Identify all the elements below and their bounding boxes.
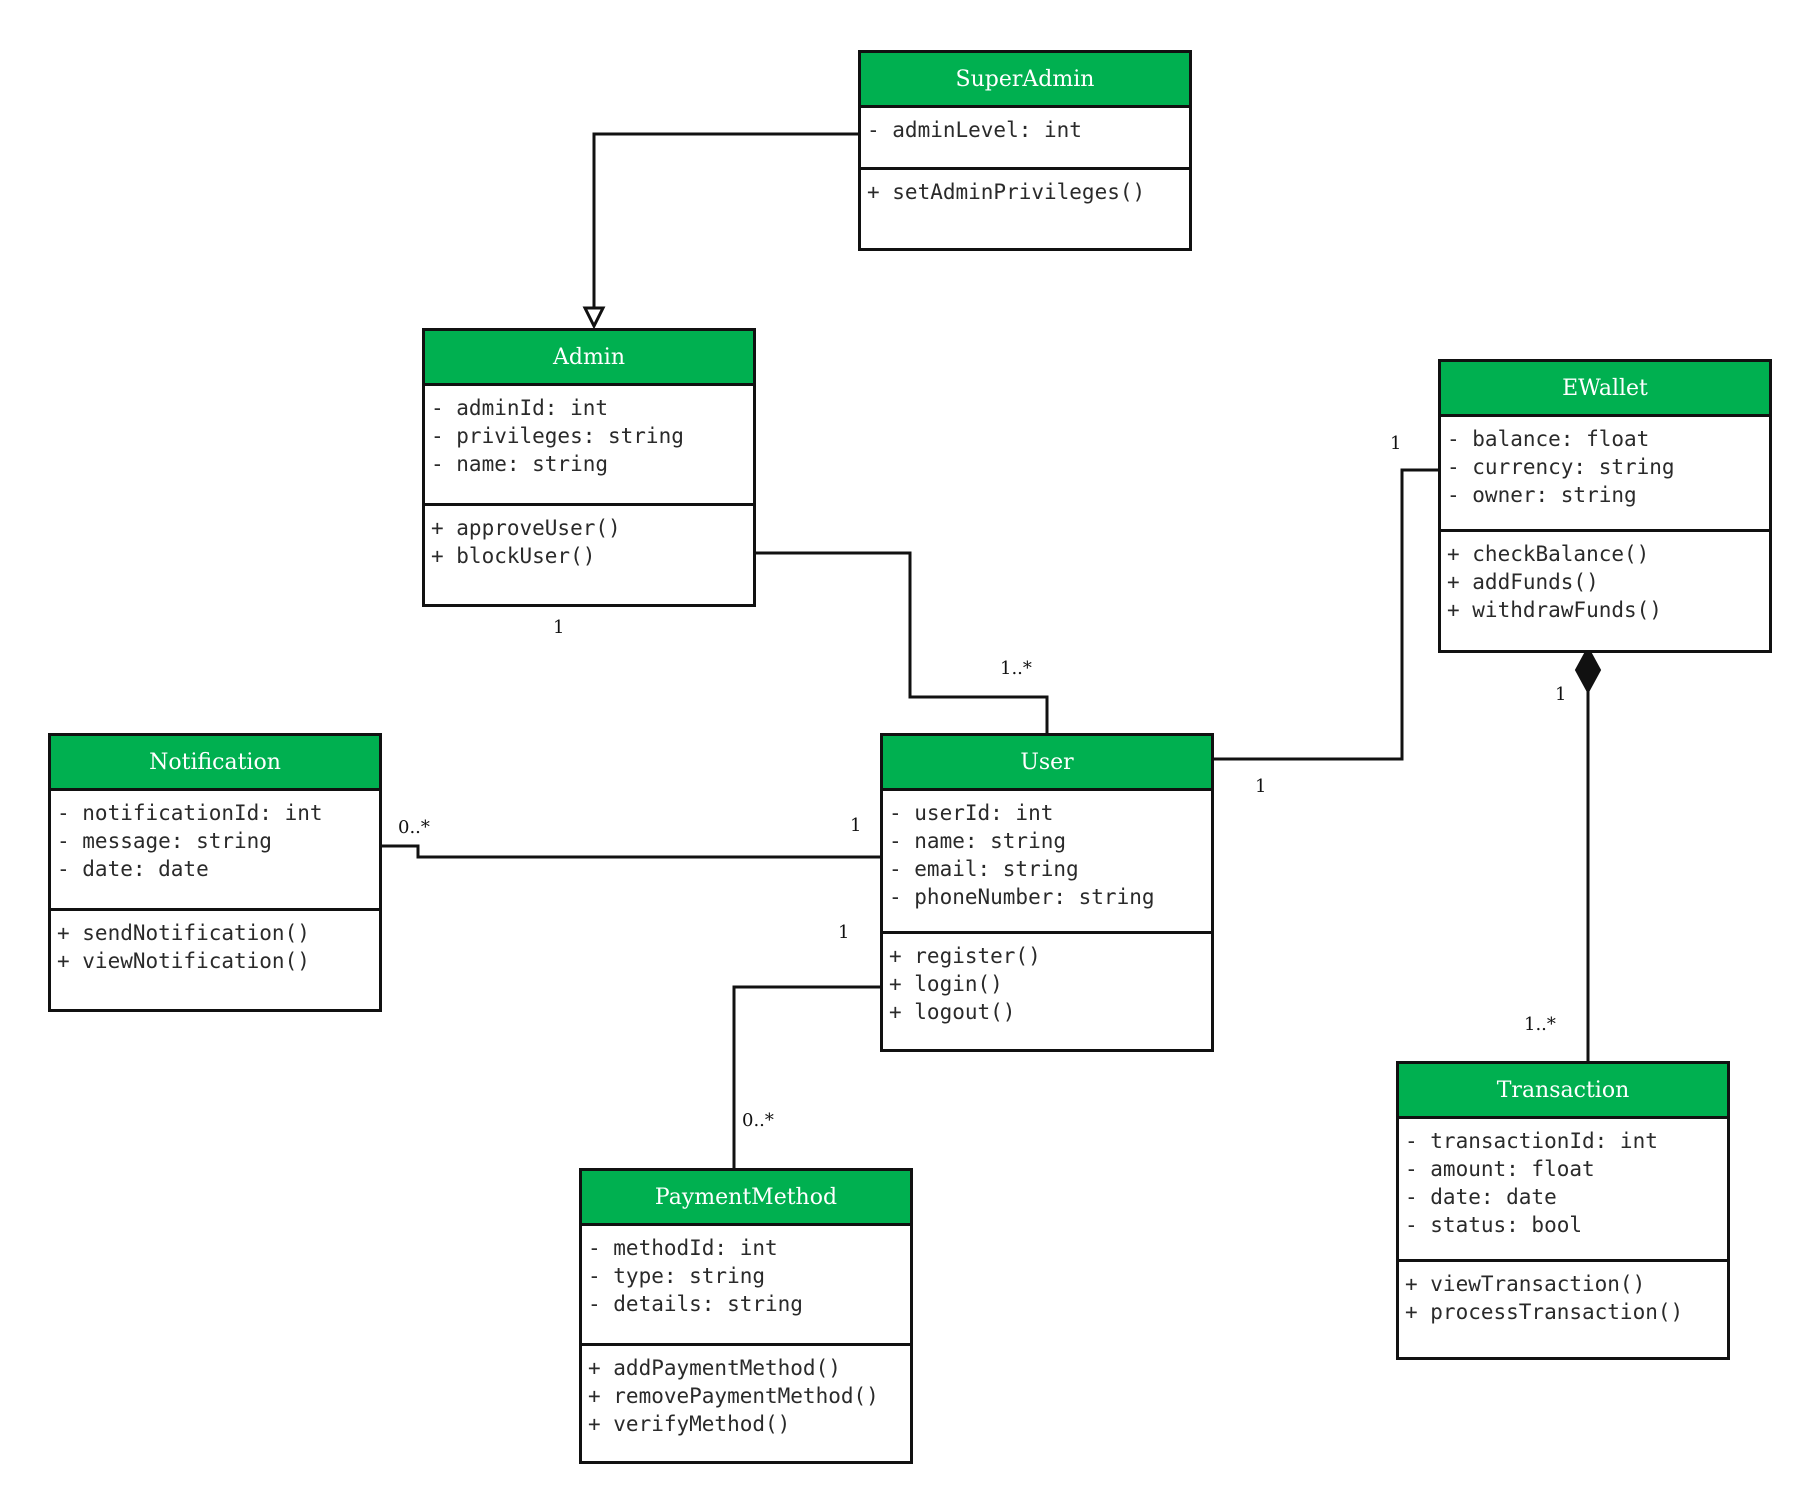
relationship-user-ewallet — [1214, 468, 1438, 761]
multiplicity-label: 0..* — [398, 817, 430, 838]
class-transaction[interactable]: Transaction - transactionId: int - amount:… — [1396, 1061, 1730, 1360]
attribute-list: - userId: int - name: string - email: stri… — [883, 791, 1211, 934]
method: + removePaymentMethod() — [588, 1384, 879, 1408]
method: + sendNotification() — [57, 921, 310, 945]
attribute-list: - adminLevel: int — [861, 108, 1189, 170]
method: + blockUser() — [431, 544, 596, 568]
attribute-list: - transactionId: int - amount: float - dat… — [1399, 1119, 1727, 1262]
attribute: - privileges: string — [431, 424, 684, 448]
attribute: - type: string — [588, 1264, 766, 1288]
attribute: - notificationId: int — [57, 801, 323, 825]
attribute-list: - methodId: int - type: string - details: … — [582, 1226, 910, 1346]
method: + viewNotification() — [57, 949, 310, 973]
class-name: User — [883, 736, 1211, 791]
method-list: + setAdminPrivileges() — [861, 170, 1189, 248]
multiplicity-label: 1 — [1255, 776, 1267, 797]
method: + setAdminPrivileges() — [867, 180, 1146, 204]
attribute: - name: string — [889, 829, 1067, 853]
attribute: - adminId: int — [431, 396, 609, 420]
attribute: - currency: string — [1447, 455, 1675, 479]
attribute-list: - balance: float - currency: string - owne… — [1441, 417, 1769, 532]
attribute: - methodId: int — [588, 1236, 778, 1260]
class-name: PaymentMethod — [582, 1171, 910, 1226]
class-user[interactable]: User - userId: int - name: string - email: … — [880, 733, 1214, 1052]
class-name: SuperAdmin — [861, 53, 1189, 108]
method-list: + addPaymentMethod() + removePaymentMetho… — [582, 1346, 910, 1461]
method: + approveUser() — [431, 516, 621, 540]
multiplicity-label: 1..* — [1000, 658, 1032, 679]
method: + withdrawFunds() — [1447, 598, 1662, 622]
class-name: Admin — [425, 331, 753, 386]
composition-diamond — [1574, 645, 1602, 695]
attribute: - email: string — [889, 857, 1079, 881]
class-paymentmethod[interactable]: PaymentMethod - methodId: int - type: stri… — [579, 1168, 913, 1464]
method: + processTransaction() — [1405, 1300, 1684, 1324]
attribute-list: - adminId: int - privileges: string - name… — [425, 386, 753, 506]
method-list: + approveUser() + blockUser() — [425, 506, 753, 604]
attribute: - date: date — [1405, 1185, 1557, 1209]
class-name: Transaction — [1399, 1064, 1727, 1119]
attribute: - transactionId: int — [1405, 1129, 1658, 1153]
relationship-superadmin-admin — [592, 132, 858, 320]
multiplicity-label: 1..* — [1524, 1014, 1556, 1035]
attribute: - message: string — [57, 829, 272, 853]
method: + viewTransaction() — [1405, 1272, 1646, 1296]
attribute: - balance: float — [1447, 427, 1650, 451]
method-list: + viewTransaction() + processTransaction(… — [1399, 1262, 1727, 1357]
generalization-arrowhead — [582, 306, 606, 330]
class-admin[interactable]: Admin- adminId: int- privileges: string-… — [422, 328, 756, 607]
method-list: + sendNotification() + viewNotification() — [51, 911, 379, 1009]
method: + verifyMethod() — [588, 1412, 791, 1436]
method-list: + checkBalance() + addFunds() + withdrawFu… — [1441, 532, 1769, 650]
class-ewallet[interactable]: EWallet - balance: float - currency: strin… — [1438, 359, 1772, 653]
class-notification[interactable]: Notification - notificationId: int - messa… — [48, 733, 382, 1012]
relationship-admin-user — [756, 551, 1049, 733]
class-superadmin[interactable]: SuperAdmin - adminLevel: int + setAdminPri… — [858, 50, 1192, 251]
method: + login() — [889, 972, 1003, 996]
relationship-user-notification — [382, 844, 880, 859]
attribute: - userId: int — [889, 801, 1054, 825]
attribute: - name: string — [431, 452, 609, 476]
attribute: - phoneNumber: string — [889, 885, 1155, 909]
class-name: EWallet — [1441, 362, 1769, 417]
method: + logout() — [889, 1000, 1016, 1024]
class-name: Notification — [51, 736, 379, 791]
attribute: - adminLevel: int — [867, 118, 1082, 142]
attribute-list: - notificationId: int - message: string - … — [51, 791, 379, 911]
attribute: - date: date — [57, 857, 209, 881]
multiplicity-label: 1 — [838, 922, 850, 943]
attribute: - owner: string — [1447, 483, 1637, 507]
method: + checkBalance() — [1447, 542, 1650, 566]
method: + register() — [889, 944, 1041, 968]
method: + addPaymentMethod() — [588, 1356, 841, 1380]
attribute: - status: bool — [1405, 1213, 1583, 1237]
multiplicity-label: 1 — [1390, 433, 1402, 454]
relationship-user-paymentmethod — [732, 985, 880, 1168]
multiplicity-label: 1 — [850, 815, 862, 836]
multiplicity-label: 1 — [553, 617, 565, 638]
method: + addFunds() — [1447, 570, 1599, 594]
multiplicity-label: 0..* — [742, 1110, 774, 1131]
method-list: + register() + login() + logout() — [883, 934, 1211, 1049]
multiplicity-label: 1 — [1555, 684, 1567, 705]
attribute: - details: string — [588, 1292, 803, 1316]
attribute: - amount: float — [1405, 1157, 1595, 1181]
